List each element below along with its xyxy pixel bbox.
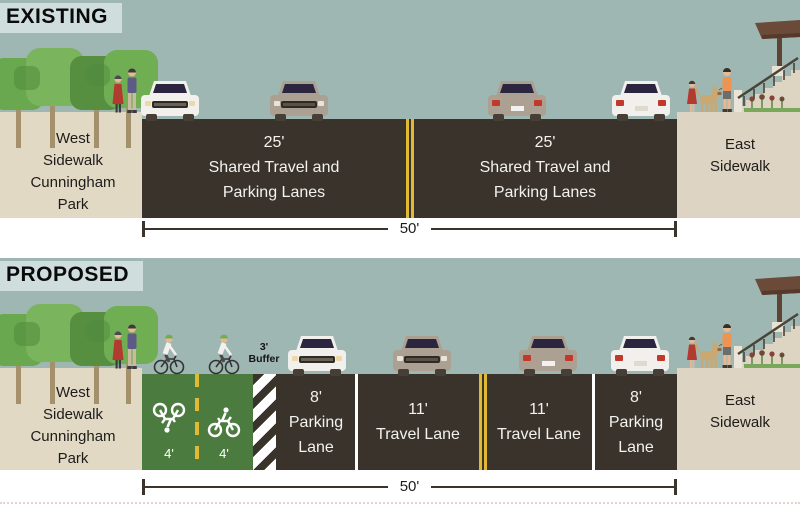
bike-lane-1-width-label: 4' xyxy=(164,446,174,461)
measure-line xyxy=(145,485,388,489)
measure-tick xyxy=(142,221,145,237)
buffer-label: 3' Buffer xyxy=(248,341,280,365)
proposed-title: PROPOSED xyxy=(6,263,130,286)
existing-title-box: EXISTING xyxy=(0,3,123,33)
measure-tick xyxy=(674,221,677,237)
bike-lane-dashed-yellow-line xyxy=(195,374,199,470)
existing-east-sidewalk-label: East Sidewalk xyxy=(709,136,771,175)
existing-total-width-measure: 50' xyxy=(142,221,677,237)
proposed-travel-lane-east-label: 11' Travel Lane xyxy=(497,401,581,443)
lane-divider-white-line xyxy=(355,374,358,470)
existing-total-width-label: 50' xyxy=(399,220,420,237)
lane-divider-white-line xyxy=(592,374,595,470)
existing-left-lane-label: 25' Shared Travel and Parking Lanes xyxy=(208,134,340,201)
proposed-travel-lane-west-label: 11' Travel Lane xyxy=(376,401,460,443)
measure-tick xyxy=(142,479,145,495)
measure-line xyxy=(431,485,674,489)
measure-line xyxy=(431,227,674,231)
bike-lane-2-width-label: 4' xyxy=(219,446,229,461)
existing-east-sidewalk xyxy=(677,112,800,218)
existing-west-sidewalk-label: West Sidewalk Cunningham Park xyxy=(30,130,116,213)
page-edge-dots xyxy=(0,502,800,504)
existing-center-double-yellow-line xyxy=(406,119,414,218)
proposed-total-width-label: 50' xyxy=(399,478,420,495)
proposed-title-box: PROPOSED xyxy=(0,261,144,291)
proposed-total-width-measure: 50' xyxy=(142,479,677,495)
proposed-east-sidewalk xyxy=(677,368,800,470)
proposed-parking-lane-west-label: 8' Parking Lane xyxy=(288,389,344,456)
proposed-west-sidewalk-label: West Sidewalk Cunningham Park xyxy=(30,384,116,467)
measure-tick xyxy=(674,479,677,495)
measure-line xyxy=(145,227,388,231)
existing-right-lane-label: 25' Shared Travel and Parking Lanes xyxy=(479,134,611,201)
proposed-painted-buffer xyxy=(253,374,276,470)
proposed-east-sidewalk-label: East Sidewalk xyxy=(709,392,771,431)
proposed-parking-lane-east-label: 8' Parking Lane xyxy=(608,389,664,456)
existing-title: EXISTING xyxy=(6,5,109,28)
proposed-center-double-yellow-line xyxy=(479,374,487,470)
